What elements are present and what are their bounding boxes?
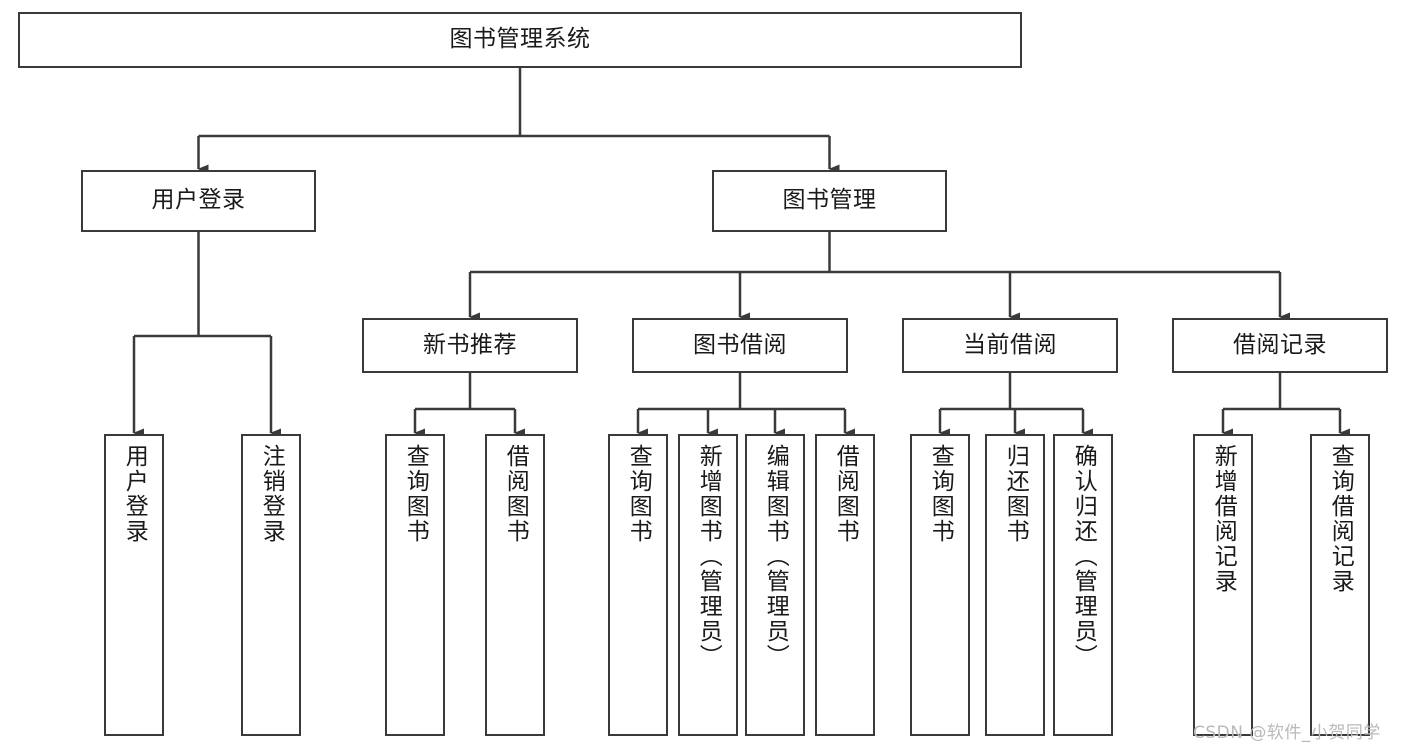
node-label: 编辑图书（管理员） [762,444,789,669]
node-label: 图书借阅 [693,331,787,358]
node-label: 归还图书 [1002,444,1029,544]
node-book-borrow[interactable]: 图书借阅 [632,318,848,373]
node-label: 确认归还（管理员） [1070,444,1097,669]
node-label: 借阅记录 [1233,331,1327,358]
node-leaf-query-book-3[interactable]: 查询图书 [910,434,970,736]
node-label: 新书推荐 [423,331,517,358]
node-root[interactable]: 图书管理系统 [18,12,1022,68]
node-borrow-record[interactable]: 借阅记录 [1172,318,1388,373]
node-leaf-query-book-1[interactable]: 查询图书 [385,434,445,736]
node-label: 当前借阅 [963,331,1057,358]
node-leaf-edit-book[interactable]: 编辑图书（管理员） [745,434,805,736]
node-label: 借阅图书 [502,444,529,544]
node-leaf-confirm-return[interactable]: 确认归还（管理员） [1053,434,1113,736]
node-label: 查询图书 [402,444,429,544]
node-label: 新增图书（管理员） [695,444,722,669]
node-leaf-borrow-book-2[interactable]: 借阅图书 [815,434,875,736]
node-leaf-return-book[interactable]: 归还图书 [985,434,1045,736]
node-user-login[interactable]: 用户登录 [81,170,316,232]
node-current-borrow[interactable]: 当前借阅 [902,318,1118,373]
node-label: 图书管理 [782,187,877,214]
node-leaf-query-book-2[interactable]: 查询图书 [608,434,668,736]
node-label: 查询借阅记录 [1327,444,1354,594]
node-leaf-logout[interactable]: 注销登录 [241,434,301,736]
node-label: 查询图书 [625,444,652,544]
node-label: 借阅图书 [832,444,859,544]
node-label: 查询图书 [927,444,954,544]
node-leaf-query-record[interactable]: 查询借阅记录 [1310,434,1370,736]
node-label: 新增借阅记录 [1210,444,1237,594]
node-label: 注销登录 [258,444,285,544]
node-leaf-add-record[interactable]: 新增借阅记录 [1193,434,1253,736]
connector-lines [132,68,1350,438]
node-label: 用户登录 [151,187,246,214]
node-leaf-add-book[interactable]: 新增图书（管理员） [678,434,738,736]
node-leaf-user-login[interactable]: 用户登录 [104,434,164,736]
node-new-book-recommend[interactable]: 新书推荐 [362,318,578,373]
node-label: 图书管理系统 [449,26,591,53]
node-book-manage[interactable]: 图书管理 [712,170,947,232]
node-label: 用户登录 [121,444,148,544]
node-leaf-borrow-book-1[interactable]: 借阅图书 [485,434,545,736]
